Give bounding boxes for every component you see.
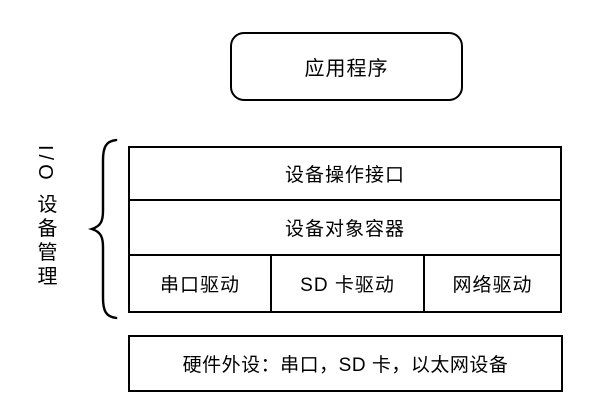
- layer-label: 设备操作接口: [284, 165, 405, 186]
- layer-drivers: 串口驱动 SD 卡驱动 网络驱动: [130, 254, 560, 311]
- driver-label: 网络驱动: [452, 275, 533, 296]
- layer-label: 设备对象容器: [284, 219, 405, 240]
- device-management-stack: 设备操作接口 设备对象容器 串口驱动 SD 卡驱动 网络驱动: [128, 146, 562, 313]
- driver-label: SD 卡驱动: [300, 275, 395, 296]
- side-label-io-device-management: I/O 设备管理: [34, 145, 56, 290]
- layer-device-object-container: 设备对象容器: [130, 199, 560, 254]
- application-box: 应用程序: [230, 32, 463, 101]
- driver-label: 串口驱动: [159, 275, 240, 296]
- layer-device-operation-interface: 设备操作接口: [130, 148, 560, 199]
- hardware-peripherals-box: 硬件外设：串口，SD 卡，以太网设备: [128, 335, 563, 392]
- driver-cell-sd-card: SD 卡驱动: [270, 256, 423, 311]
- hardware-peripherals-label: 硬件外设：串口，SD 卡，以太网设备: [182, 355, 509, 376]
- driver-cell-network: 网络驱动: [423, 256, 560, 311]
- driver-cell-serial: 串口驱动: [130, 256, 270, 311]
- application-box-label: 应用程序: [304, 58, 389, 80]
- curly-brace: [88, 138, 118, 320]
